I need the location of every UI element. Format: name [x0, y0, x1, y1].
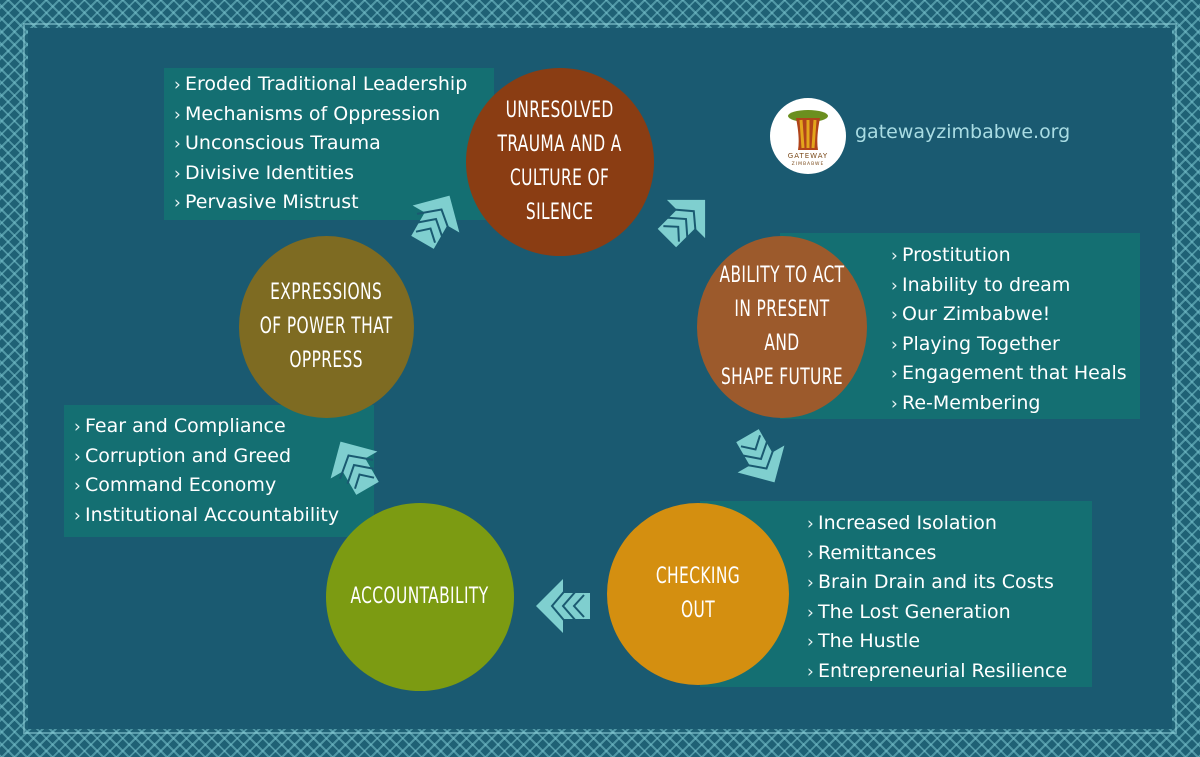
checking-list-item: The Lost Generation: [807, 598, 1092, 628]
node-unresolved-trauma-label: Unresolved Trauma and a Culture of Silen…: [497, 98, 623, 225]
node-expressions-of-power-label: Expressions of Power that Oppress: [260, 280, 393, 373]
checking-list-item: Increased Isolation: [807, 509, 1092, 539]
node-ability-to-act-label: Ability to Act in Present and Shape Futu…: [719, 263, 845, 390]
ability-list-item: Re-Membering: [891, 389, 1140, 419]
trauma-list-box: Eroded Traditional LeadershipMechanisms …: [164, 68, 494, 220]
trauma-list-item: Unconscious Trauma: [174, 129, 494, 159]
gateway-zimbabwe-logo: GATEWAY ZIMBABWE: [770, 98, 846, 174]
logo-text-bottom: ZIMBABWE: [792, 161, 825, 167]
baobab-tree-icon: GATEWAY ZIMBABWE: [788, 110, 828, 167]
trauma-list-item: Pervasive Mistrust: [174, 188, 494, 218]
accountability-list-item: Fear and Compliance: [74, 412, 374, 442]
checking-list-item: Entrepreneurial Resilience: [807, 657, 1092, 687]
arrow-checking-to-accountability-icon: [536, 579, 590, 633]
node-expressions-of-power: Expressions of Power that Oppress: [239, 236, 414, 418]
checking-list-item: Brain Drain and its Costs: [807, 568, 1092, 598]
node-checking-out: Checking Out: [607, 503, 789, 685]
node-accountability-label: Accountability: [350, 584, 490, 609]
ability-list-item: Playing Together: [891, 330, 1140, 360]
accountability-list-item: Command Economy: [74, 471, 374, 501]
node-checking-out-label: Checking Out: [655, 564, 741, 623]
trauma-list-item: Mechanisms of Oppression: [174, 100, 494, 130]
accountability-list-box: Fear and ComplianceCorruption and GreedC…: [64, 405, 374, 537]
trauma-list-item: Divisive Identities: [174, 159, 494, 189]
accountability-list-item: Corruption and Greed: [74, 442, 374, 472]
ability-list-item: Inability to dream: [891, 271, 1140, 301]
website-link[interactable]: gatewayzimbabwe.org: [855, 121, 1071, 143]
checking-list-item: The Hustle: [807, 627, 1092, 657]
accountability-list-item: Institutional Accountability: [74, 501, 374, 531]
logo-text-top: GATEWAY: [788, 152, 828, 160]
arrow-ability-to-checking-icon: [736, 429, 785, 483]
node-unresolved-trauma: Unresolved Trauma and a Culture of Silen…: [466, 68, 654, 256]
node-accountability: Accountability: [326, 503, 514, 691]
ability-list-item: Engagement that Heals: [891, 359, 1140, 389]
checking-list-item: Remittances: [807, 539, 1092, 569]
arrow-expressions-to-trauma-icon: [411, 195, 460, 249]
arrow-trauma-to-ability-icon: [657, 199, 706, 248]
arrow-accountability-to-expressions-icon: [330, 441, 379, 495]
ability-list-item: Our Zimbabwe!: [891, 300, 1140, 330]
node-ability-to-act: Ability to Act in Present and Shape Futu…: [697, 236, 867, 418]
trauma-list-item: Eroded Traditional Leadership: [174, 70, 494, 100]
ability-list-item: Prostitution: [891, 241, 1140, 271]
